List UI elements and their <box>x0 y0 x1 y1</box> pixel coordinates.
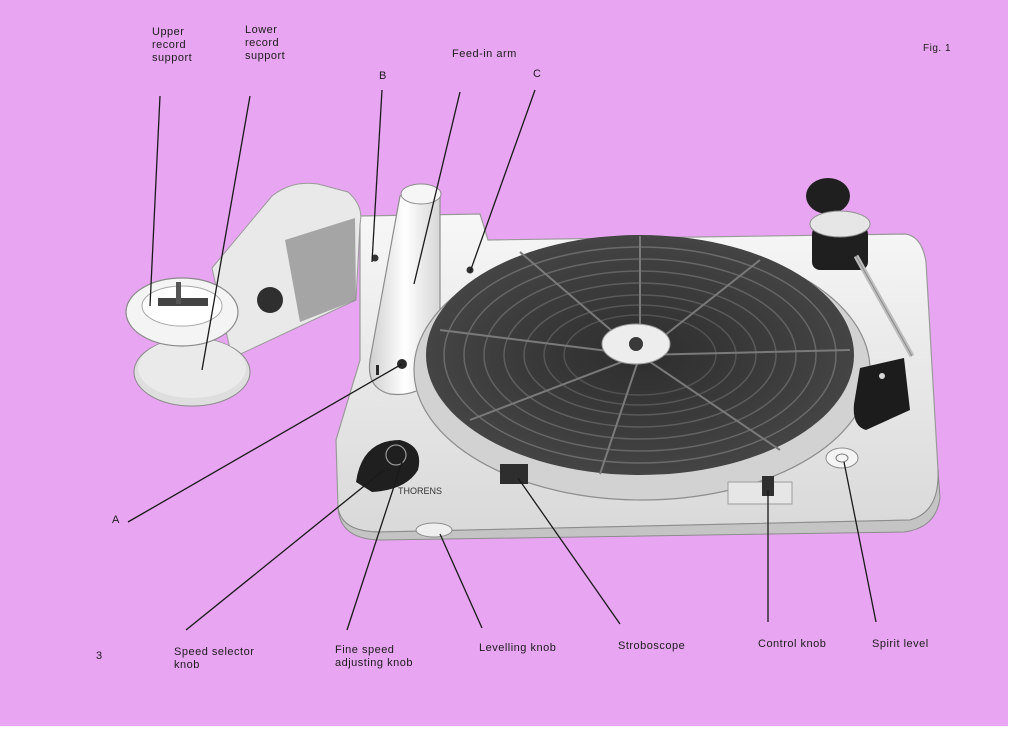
label-c: C <box>533 68 542 80</box>
spirit-level <box>825 447 859 469</box>
page-number: 3 <box>96 650 103 662</box>
lower-record-support <box>133 337 251 407</box>
leader-stroboscope <box>517 477 621 625</box>
figure-number: Fig. 1 <box>923 43 952 54</box>
leader-lower-record-support <box>201 95 251 371</box>
leader-levelling-knob <box>439 533 483 629</box>
levelling-knob <box>415 522 453 538</box>
label-b: B <box>379 70 387 82</box>
leader-c <box>469 89 536 273</box>
leader-feed-in-arm <box>413 91 461 285</box>
label-control-knob: Control knob <box>758 638 827 650</box>
stroboscope <box>500 464 528 484</box>
brand-text: THORENS <box>398 486 442 496</box>
point-b-marker <box>371 254 379 262</box>
record-support-arm <box>211 182 362 359</box>
leader-speed-selector-knob <box>185 469 385 631</box>
label-stroboscope: Stroboscope <box>618 640 686 652</box>
label-fine-speed-adjusting-knob: Fine speed adjusting knob <box>335 644 413 669</box>
upper-record-support <box>125 277 239 347</box>
label-upper-record-support: Upper record support <box>152 26 193 64</box>
paper-edge <box>1008 0 1024 730</box>
leader-spirit-level <box>843 461 877 623</box>
leader-a <box>127 363 403 523</box>
leader-upper-record-support <box>149 95 161 307</box>
label-a: A <box>112 514 120 526</box>
label-speed-selector-knob: Speed selector knob <box>174 646 255 671</box>
control-knob <box>727 476 793 505</box>
leader-fine-speed-adjusting-knob <box>346 461 403 631</box>
speed-selector-knob <box>356 440 420 492</box>
point-c-marker <box>466 266 474 274</box>
leader-lines <box>127 89 877 631</box>
label-feed-in-arm: Feed-in arm <box>452 48 517 60</box>
label-spirit-level: Spirit level <box>872 638 929 650</box>
leader-b <box>371 89 383 263</box>
platter <box>413 235 871 501</box>
label-lower-record-support: Lower record support <box>245 24 286 62</box>
tonearm <box>806 178 915 430</box>
label-levelling-knob: Levelling knob <box>479 642 557 654</box>
